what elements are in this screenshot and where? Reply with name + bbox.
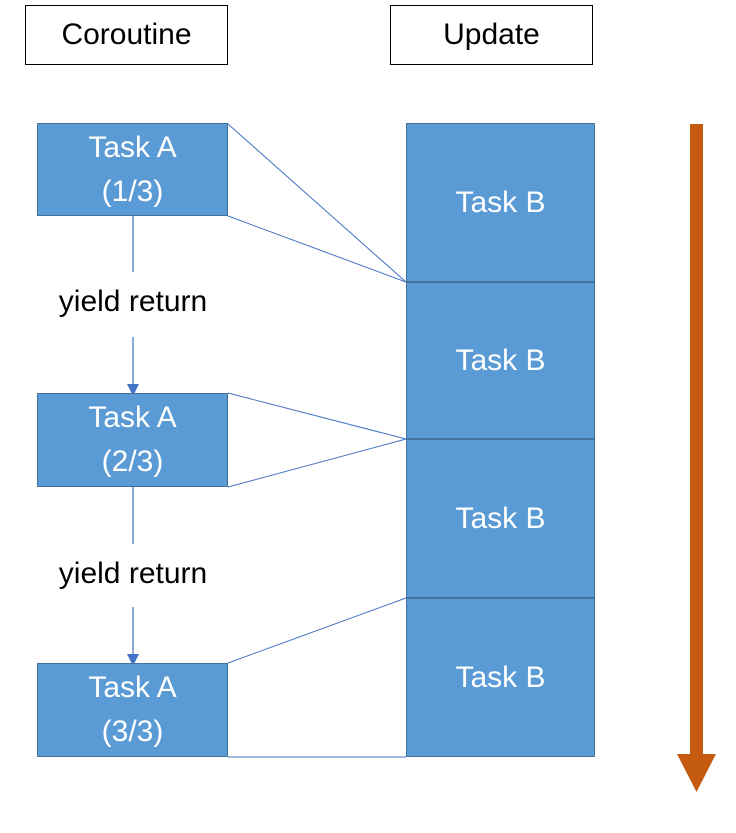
update-frame-1: Task B xyxy=(406,123,595,282)
map-line-2-bottom xyxy=(227,438,407,488)
yield-label-1: yield return xyxy=(58,285,208,318)
update-frame-3-label: Task B xyxy=(455,501,546,535)
map-line-1-top xyxy=(227,123,407,283)
task-a-step-3: Task A (3/3) xyxy=(37,663,228,757)
time-arrow-head xyxy=(677,754,716,792)
update-frame-2: Task B xyxy=(406,282,595,439)
update-header-label: Update xyxy=(443,18,540,51)
yield-label-2: yield return xyxy=(58,557,208,590)
task-a-step-3-name: Task A xyxy=(88,671,177,704)
task-a-step-2-name: Task A xyxy=(88,401,177,434)
task-a-step-2: Task A (2/3) xyxy=(37,393,228,487)
map-line-2-top xyxy=(227,392,407,440)
time-arrow-shaft xyxy=(690,124,703,756)
coroutine-header: Coroutine xyxy=(25,5,228,65)
update-frame-3: Task B xyxy=(406,439,595,598)
task-a-step-1: Task A (1/3) xyxy=(37,123,228,216)
map-line-1-bottom xyxy=(227,215,407,283)
update-frame-1-label: Task B xyxy=(455,185,546,219)
coroutine-header-label: Coroutine xyxy=(61,18,192,51)
task-a-step-3-progress: (3/3) xyxy=(101,715,164,748)
task-a-step-1-name: Task A xyxy=(88,130,177,164)
update-frame-2-label: Task B xyxy=(455,343,546,377)
task-a-step-2-progress: (2/3) xyxy=(101,445,164,478)
update-header: Update xyxy=(390,5,593,65)
update-frame-4: Task B xyxy=(406,598,595,757)
task-a-step-1-progress: (1/3) xyxy=(101,174,164,208)
update-frame-4-label: Task B xyxy=(455,660,546,694)
map-line-3-top xyxy=(227,597,407,664)
